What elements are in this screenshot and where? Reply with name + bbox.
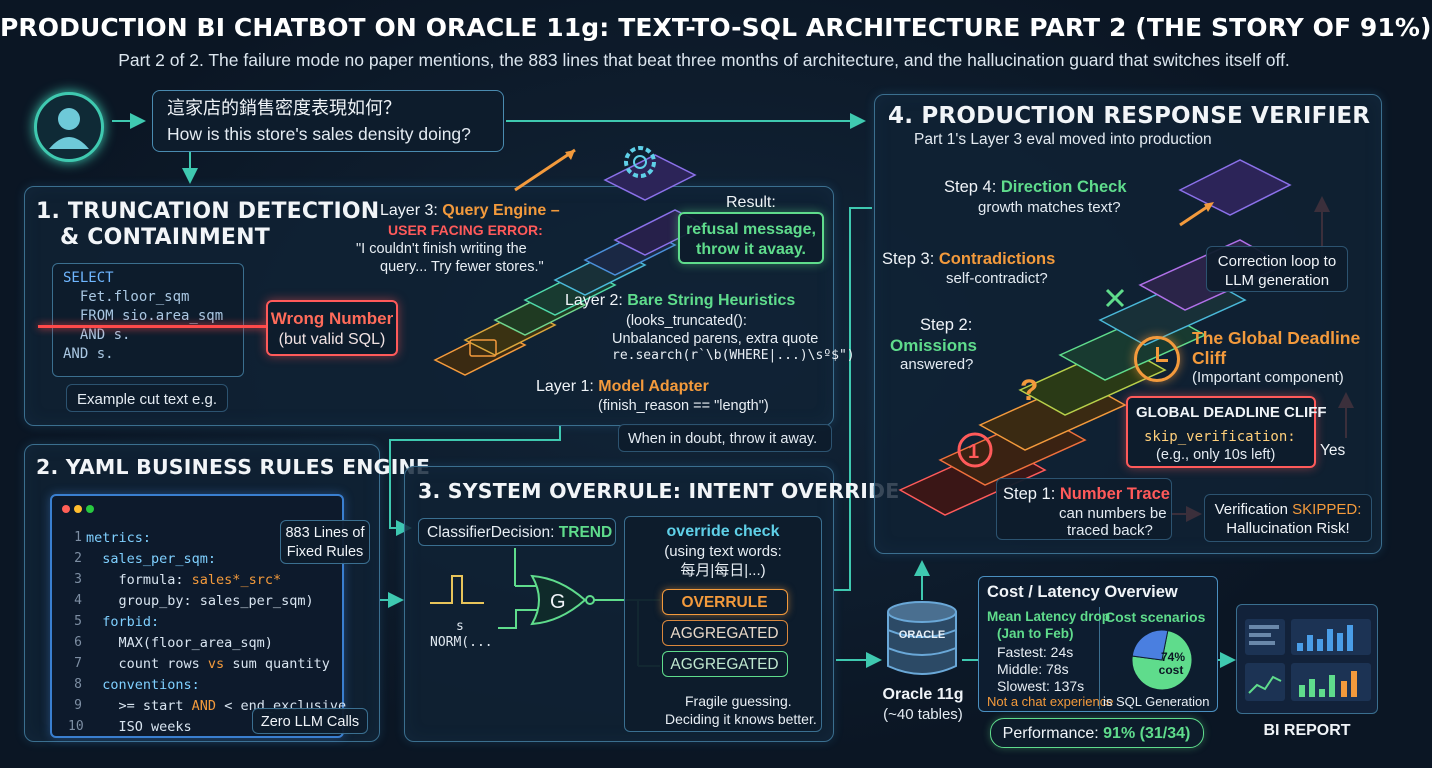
layer3-message-2: query... Try fewer stores.": [380, 259, 544, 275]
verifier-staircase: 1 ?: [898, 159, 1292, 516]
option-aggregated: AGGREGATED: [662, 620, 788, 646]
window-dot-icon: [74, 505, 82, 513]
sql-line: FROM sio.area_sqm: [63, 308, 224, 324]
step2-detail: answered?: [900, 356, 974, 373]
logic-gate-diagram: G: [430, 548, 660, 667]
bi-report-label: BI REPORT: [1263, 722, 1351, 739]
oracle-database-icon: ORACLE: [887, 601, 957, 675]
number-one-icon: [957, 432, 993, 468]
wrong-number-badge: Wrong Number (but valid SQL): [266, 300, 398, 356]
user-icon: [49, 108, 89, 149]
step4-heading: Step 4: Direction Check: [944, 178, 1127, 196]
window-dot-icon: [86, 505, 94, 513]
bi-report-dashboard: [1236, 604, 1378, 714]
tools-icon: [1105, 288, 1125, 308]
layer2-detail-3: re.search(r`\b(WHERE|...)\sº$"): [612, 348, 855, 363]
question-zh: 這家店的銷售密度表現如何？: [167, 98, 401, 118]
question-en: How is this store's sales density doing?: [167, 124, 471, 144]
gear-icon: [624, 146, 656, 178]
step2-heading: Step 2:: [920, 316, 973, 334]
latency-divider: [1099, 607, 1100, 709]
truncated-sql-box: SELECT Fet.floor_sqm FROM sio.area_sqm A…: [52, 263, 244, 377]
doubt-note: When in doubt, throw it away.: [618, 424, 832, 452]
sql-line: AND s.: [63, 346, 114, 362]
layer2-heading: Layer 2: Bare String Heuristics: [565, 292, 796, 309]
pie-word-label: cost: [1159, 663, 1184, 677]
sql-line: SELECT: [63, 270, 114, 286]
yaml-title: 2. YAML BUSINESS RULES ENGINE: [36, 455, 431, 479]
step4-detail: growth matches text?: [978, 199, 1121, 216]
step2-name: Omissions: [890, 336, 977, 355]
option-overrule: OVERRULE: [662, 589, 788, 615]
layer3-error-label: USER FACING ERROR:: [388, 222, 543, 238]
page-subtitle: Part 2 of 2. The failure mode no paper m…: [118, 50, 1290, 70]
layer3-message-1: "I couldn't finish writing the: [356, 241, 527, 257]
gate-label: G: [550, 591, 566, 613]
verifier-subtitle: Part 1's Layer 3 eval moved into product…: [914, 131, 1212, 148]
step3-detail: self-contradict?: [946, 270, 1048, 287]
page-title: PRODUCTION BI CHATBOT ON ORACLE 11g: TEX…: [0, 13, 1432, 42]
layer3-heading: Layer 3: Query Engine –: [380, 202, 560, 219]
user-avatar: [34, 92, 104, 162]
layer1-detail: (finish_reason == "length"): [598, 398, 769, 414]
arrow-up-icon: [1179, 202, 1214, 227]
oracle-tables: (~40 tables): [883, 706, 963, 723]
intent-override-title: 3. SYSTEM OVERRULE: INTENT OVERRIDE: [418, 479, 900, 503]
zero-llm-badge: Zero LLM Calls: [252, 708, 368, 734]
layer2-detail-2: Unbalanced parens, extra quote: [612, 331, 819, 347]
window-dot-icon: [62, 505, 70, 513]
signal-norm: NORM(...: [430, 635, 493, 650]
classifier-decision: ClassifierDecision: TREND: [418, 518, 616, 546]
cost-pie-chart: 74%cost: [1131, 629, 1193, 691]
document-icon: [469, 339, 497, 357]
performance-badge: Performance: 91% (31/34): [990, 718, 1204, 748]
cost-latency-panel: Cost / Latency Overview Mean Latency dro…: [978, 576, 1218, 712]
refusal-result-badge: refusal message, throw it avaay.: [678, 212, 824, 264]
step1-box: Step 1: Number Trace can numbers be trac…: [996, 478, 1172, 540]
option-aggregated: AGGREGATED: [662, 651, 788, 677]
sql-line: AND s.: [63, 327, 131, 343]
verifier-title: 4. PRODUCTION RESPONSE VERIFIER: [888, 103, 1371, 129]
question-bubble: 這家店的銷售密度表現如何？ How is this store's sales …: [152, 90, 504, 152]
cut-text-caption: Example cut text e.g.: [66, 384, 228, 412]
deadline-cliff-box: GLOBAL DEADLINE CLIFF skip_verification:…: [1126, 396, 1327, 468]
yaml-code-body: metrics: sales_per_sqm: formula: sales*_…: [86, 530, 347, 735]
correction-loop-note: Correction loop to LLM generation: [1206, 246, 1348, 292]
truncation-title-1: 1. TRUNCATION DETECTION: [36, 199, 380, 224]
truncation-cut-line: [38, 325, 268, 328]
cliff-subtitle: (Important component): [1192, 369, 1344, 386]
yaml-line-numbers: 1 2 3 4 5 6 7 8 9 10: [68, 530, 84, 734]
svg-text:1: 1: [968, 441, 979, 463]
pie-slice: [1131, 629, 1169, 661]
layer2-detail-1: (looks_truncated():: [626, 313, 747, 329]
pie-percent-label: 74%: [1161, 650, 1185, 664]
cliff-title-1: The Global Deadline: [1192, 328, 1361, 348]
sql-line: Fet.floor_sqm: [63, 289, 190, 305]
dashboard-chart-icon: [1245, 619, 1371, 701]
result-label: Result:: [726, 194, 776, 211]
svg-text:ORACLE: ORACLE: [899, 629, 945, 641]
truncation-title-2: & CONTAINMENT: [60, 225, 270, 250]
layer1-heading: Layer 1: Model Adapter: [536, 378, 709, 395]
step3-heading: Step 3: Contradictions: [882, 250, 1056, 268]
verification-skipped-box: Verification SKIPPED: Hallucination Risk…: [1204, 494, 1372, 542]
yes-label: Yes: [1320, 442, 1346, 459]
stopwatch-icon: [1134, 336, 1180, 382]
question-mark-icon: ?: [1020, 374, 1038, 407]
cliff-title-2: Cliff: [1192, 348, 1227, 368]
lines-of-rules-badge: 883 Lines of Fixed Rules: [280, 520, 370, 564]
signal-s: s: [456, 619, 464, 634]
oracle-name: Oracle 11g: [882, 686, 964, 703]
truncation-staircase: [433, 146, 707, 376]
